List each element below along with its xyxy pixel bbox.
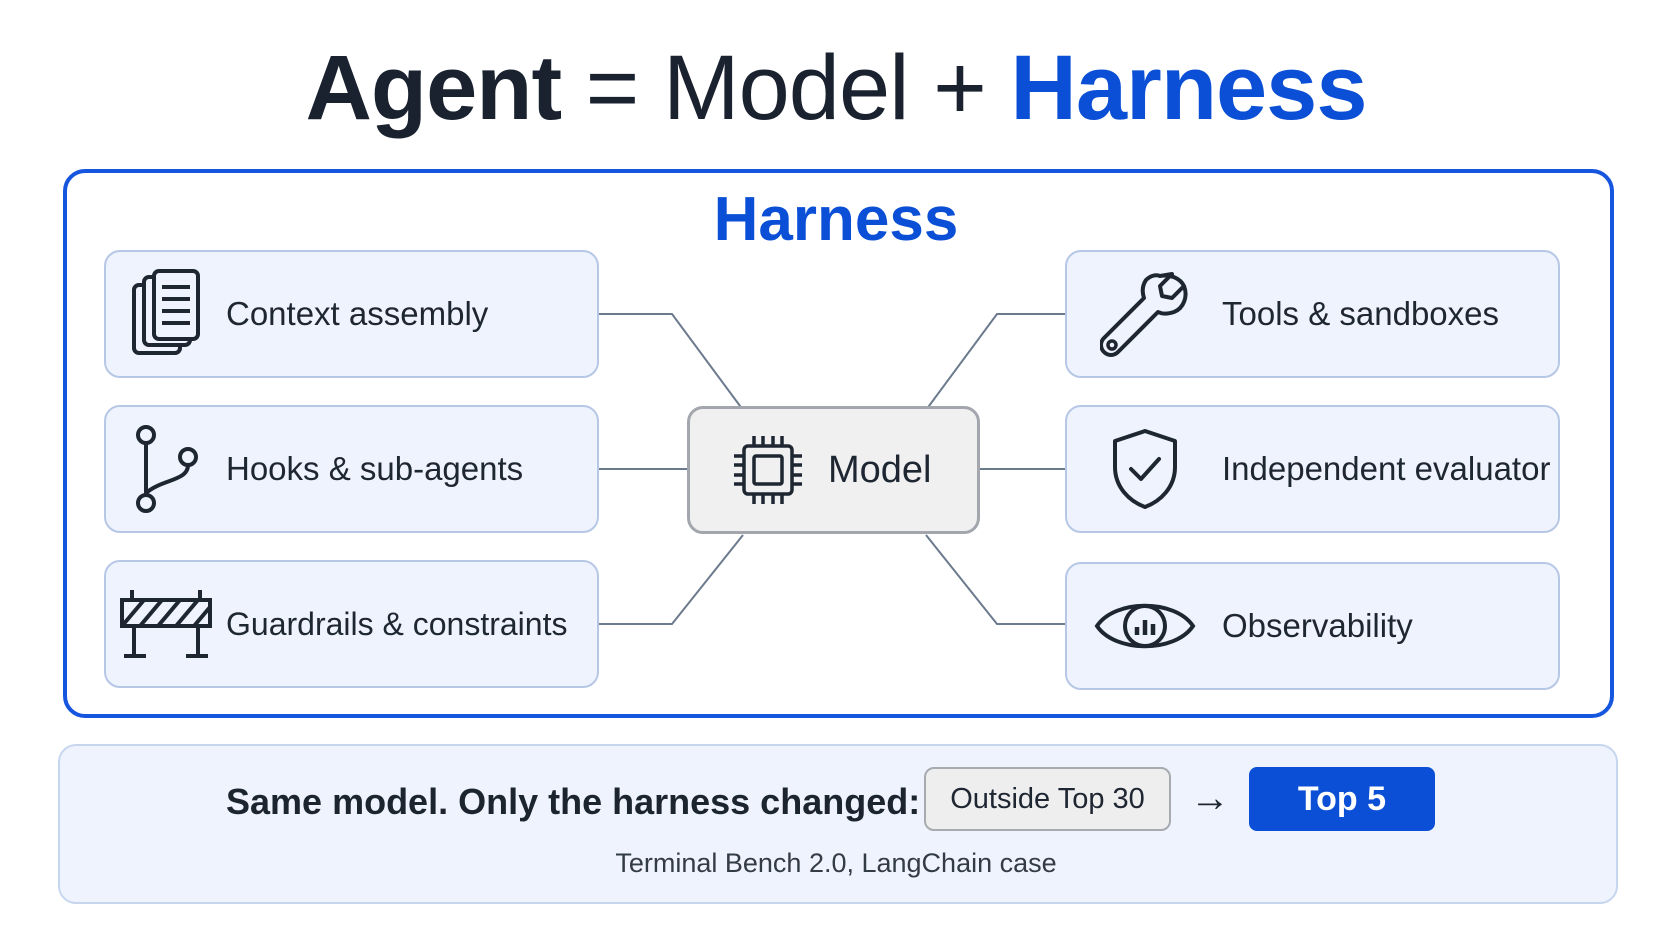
component-label: Context assembly: [226, 295, 489, 332]
result-caption: Terminal Bench 2.0, LangChain case: [615, 848, 1057, 878]
model-node: Model: [687, 406, 980, 534]
component-observability: Observability: [1065, 562, 1560, 690]
title-equals: =: [585, 37, 640, 139]
document-stack-icon: [106, 250, 226, 378]
component-label: Observability: [1222, 607, 1413, 644]
rank-before-badge: Outside Top 30: [924, 767, 1171, 831]
component-guardrails-constraints: Guardrails & constraints: [104, 560, 599, 688]
rank-after-badge: Top 5: [1249, 767, 1435, 831]
title-agent: Agent: [305, 37, 562, 139]
result-statement: Same model. Only the harness changed:: [226, 781, 921, 822]
wrench-icon: [1067, 250, 1222, 378]
component-label: Guardrails & constraints: [226, 605, 568, 642]
title-model: Model: [662, 37, 910, 139]
shield-check-icon: [1067, 405, 1222, 533]
arrow-right-icon: →: [1190, 776, 1230, 820]
git-branch-icon: [106, 405, 226, 533]
component-label: Hooks & sub-agents: [226, 450, 524, 487]
component-context-assembly: Context assembly: [104, 250, 599, 378]
title-plus: +: [933, 37, 987, 139]
model-label: Model: [828, 448, 932, 491]
eye-chart-icon: [1067, 562, 1222, 690]
page-title: Agent = Model + Harness: [0, 28, 1672, 148]
component-label: Independent evaluator: [1222, 450, 1551, 487]
harness-section-label: Harness: [713, 185, 959, 254]
component-label: Tools & sandboxes: [1222, 295, 1500, 332]
component-independent-evaluator: Independent evaluator: [1065, 405, 1560, 533]
chip-icon: [708, 410, 828, 530]
component-tools-sandboxes: Tools & sandboxes: [1065, 250, 1560, 378]
barrier-icon: [106, 560, 226, 688]
component-hooks-sub-agents: Hooks & sub-agents: [104, 405, 599, 533]
title-harness: Harness: [1010, 37, 1367, 139]
